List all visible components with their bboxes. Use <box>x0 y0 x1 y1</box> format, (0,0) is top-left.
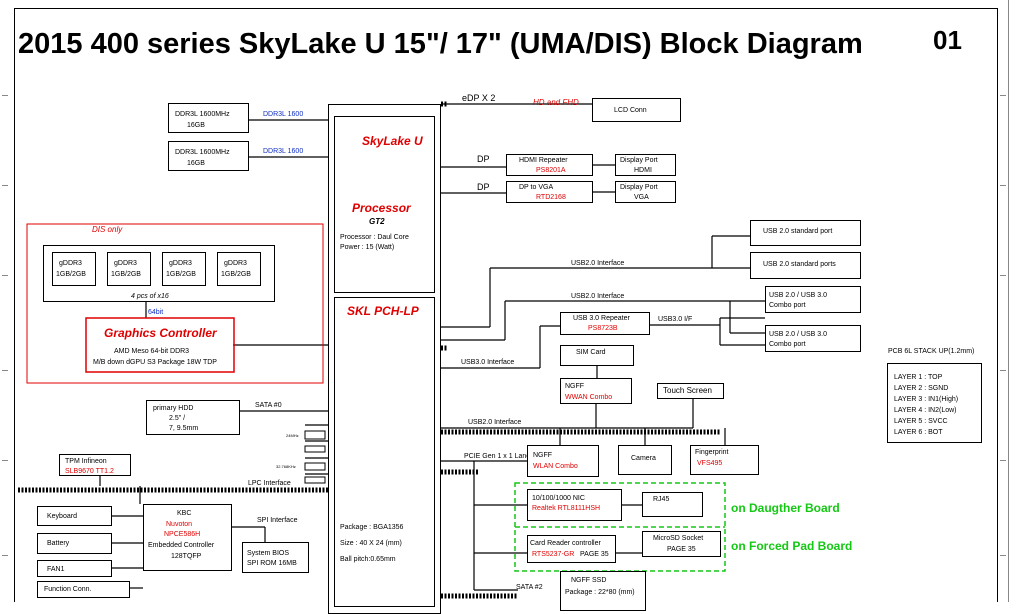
fingerprint: Fingerprint VFS495 <box>690 445 759 475</box>
usb30-if-label: USB3.0 I/F <box>658 316 693 323</box>
camera: Camera <box>618 445 672 475</box>
function-connector: Function Conn. <box>37 581 130 598</box>
processor-heading: Processor <box>352 201 411 215</box>
stack-layer: LAYER 6 : BOT <box>894 429 943 436</box>
dis-only-label: DIS only <box>92 225 123 234</box>
page-title: 2015 400 series SkyLake U 15"/ 17" (UMA/… <box>18 28 863 60</box>
svg-text:24MHz: 24MHz <box>286 433 299 438</box>
processor-cores: Processor : Daul Core <box>340 234 409 241</box>
edp-label: eDP X 2 <box>462 93 496 103</box>
pcie-label: PCIE Gen 1 x 1 Lane <box>464 453 531 460</box>
dp-to-vga: DP to VGA RTD2168 <box>506 181 593 203</box>
sim-card: SIM Card <box>560 345 634 366</box>
pch-block <box>334 297 435 607</box>
graphics-controller-line2: M/B down dGPU S3 Package 18W TDP <box>93 359 217 366</box>
display-port-vga: Display Port VGA <box>615 181 676 203</box>
primary-hdd: primary HDD 2.5" / 7, 9.5mm <box>146 400 240 435</box>
kbc: KBC Nuvoton NPCE586H Embedded Controller… <box>143 504 232 571</box>
package-spec: Package : BGA1356 <box>340 524 404 531</box>
stack-layer: LAYER 3 : IN1(High) <box>894 396 959 403</box>
processor-block <box>334 116 435 293</box>
usb-combo-1: USB 2.0 / USB 3.0 Combo port <box>765 286 861 313</box>
wlan-ngff: NGFF WLAN Combo <box>527 445 599 477</box>
cpu-name: SkyLake U <box>362 134 423 148</box>
wwan-ngff: NGFF WWAN Combo <box>560 378 632 404</box>
vram-bus: 64bit <box>148 309 164 316</box>
display-port-hdmi: Display Port HDMI <box>615 154 676 176</box>
memory-1-bus: DDR3L 1600 <box>263 111 304 118</box>
keyboard: Keyboard <box>37 506 112 526</box>
card-reader: Card Reader controller RTS5237-GR PAGE 3… <box>527 535 616 563</box>
usb-port-2: USB 2.0 standard ports <box>750 252 861 279</box>
stack-heading: PCB 6L STACK UP(1.2mm) <box>888 348 975 355</box>
size-spec: Size : 40 X 24 (mm) <box>340 540 402 547</box>
tpm: TPM Infineon SLB9670 TT1.2 <box>59 454 131 476</box>
hdmi-repeater: HDMI Repeater PS8201A <box>506 154 593 176</box>
spi-label: SPI Interface <box>257 517 298 524</box>
gt-label: GT2 <box>369 217 385 226</box>
vram-chip: gDDR3 1GB/2GB <box>162 252 206 286</box>
dp2-label: DP <box>477 182 490 192</box>
stack-layers: LAYER 1 : TOP LAYER 2 : SGND LAYER 3 : I… <box>887 363 982 443</box>
daughter-board-note: on Daugther Board <box>731 501 840 515</box>
ngff-ssd: NGFF SSD Package : 22*80 (mm) <box>560 571 646 611</box>
pch-name: SKL PCH-LP <box>347 304 419 318</box>
usb20-interface-label-3: USB2.0 Interface <box>468 419 522 426</box>
rj45: RJ45 <box>642 492 703 517</box>
lcd-connector: LCD Conn <box>592 98 681 122</box>
forced-pad-note: on Forced Pad Board <box>731 539 853 553</box>
microsd-socket: MicroSD Socket PAGE 35 <box>642 531 721 557</box>
usb20-interface-label-2: USB2.0 Interface <box>571 293 625 300</box>
lpc-label: LPC Interface <box>248 480 291 487</box>
system-bios: System BIOS SPI ROM 16MB <box>242 542 309 573</box>
graphics-controller-title: Graphics Controller <box>104 326 217 340</box>
page-number: 01 <box>933 25 962 55</box>
usb3-repeater: USB 3.0 Repeater PS8723B <box>560 312 650 335</box>
sata2-label: SATA #2 <box>516 584 543 591</box>
stack-layer: LAYER 1 : TOP <box>894 374 943 381</box>
memory-2-bus: DDR3L 1600 <box>263 148 304 155</box>
frame-top <box>14 8 998 9</box>
dp1-label: DP <box>477 154 490 164</box>
vram-chip: gDDR3 1GB/2GB <box>107 252 151 286</box>
touch-screen: Touch Screen <box>657 383 724 399</box>
graphics-controller-line1: AMD Meso 64-bit DDR3 <box>114 348 190 355</box>
processor-power: Power : 15 (Watt) <box>340 244 395 251</box>
frame-left <box>14 8 15 602</box>
vram-count: 4 pcs of x16 <box>131 293 169 300</box>
usb20-interface-label-1: USB2.0 Interface <box>571 260 625 267</box>
stack-layer: LAYER 2 : SGND <box>894 385 949 392</box>
edp-note: HD and FHD <box>533 98 579 107</box>
frame-right <box>997 8 998 602</box>
sata0-label: SATA #0 <box>255 402 282 409</box>
stack-layer: LAYER 5 : SVCC <box>894 418 948 425</box>
pitch-spec: Ball pitch:0.65mm <box>340 556 396 563</box>
usb30-interface-label: USB3.0 Interface <box>461 359 515 366</box>
memory-2: DDR3L 1600MHz 16GB <box>168 141 249 171</box>
svg-text:32.768KHz: 32.768KHz <box>276 464 296 469</box>
memory-1: DDR3L 1600MHz 16GB <box>168 103 249 133</box>
usb-port-1: USB 2.0 standard port <box>750 220 861 246</box>
stack-layer: LAYER 4 : IN2(Low) <box>894 407 957 414</box>
vram-chip: gDDR3 1GB/2GB <box>52 252 96 286</box>
nic: 10/100/1000 NIC Realtek RTL8111HSH <box>527 489 622 521</box>
usb-combo-2: USB 2.0 / USB 3.0 Combo port <box>765 325 861 352</box>
vram-chip: gDDR3 1GB/2GB <box>217 252 261 286</box>
battery: Battery <box>37 533 112 554</box>
fan1: FAN1 <box>37 560 112 577</box>
